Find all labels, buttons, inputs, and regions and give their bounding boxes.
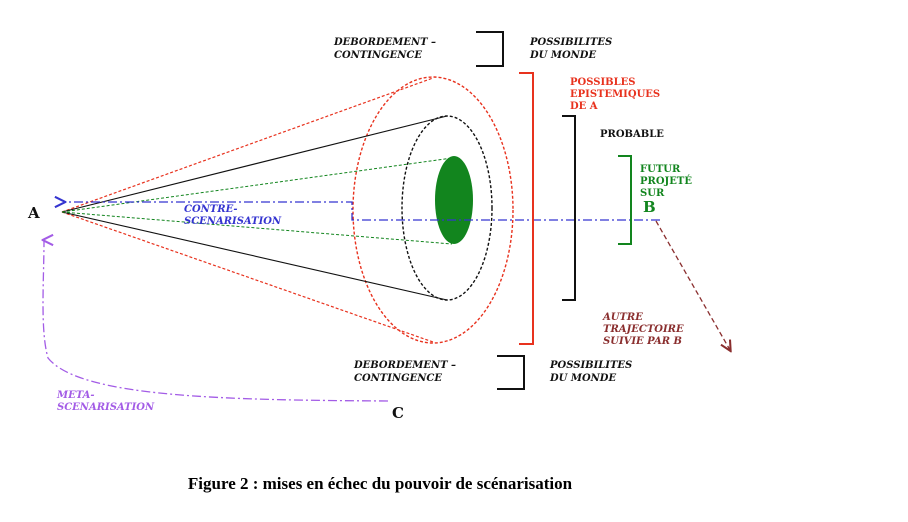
green-cone-futur [61, 156, 473, 245]
contre-label-line2: SCENARISATION [184, 216, 282, 227]
possibles-label-line3: DE A [570, 101, 598, 112]
meta-label-line2: SCENARISATION [57, 402, 155, 413]
possibles-label-line1: POSSIBLES [570, 77, 635, 88]
bottom-debordement-label-line1: DEBORDEMENT – [353, 360, 456, 371]
probable-label: PROBABLE [600, 129, 664, 140]
bracket-futur [618, 155, 632, 245]
autre-label-line1: AUTRE [602, 312, 643, 323]
bracket-bottom-debordement [497, 355, 525, 390]
top-possibilites-label-line2: DU MONDE [529, 50, 596, 61]
point-a-label: A [27, 204, 40, 222]
possibles-label-line2: EPISTEMIQUES [570, 89, 660, 100]
bracket-top-debordement [476, 31, 504, 67]
point-c-label: C [392, 404, 404, 422]
bottom-possibilites-label-line2: DU MONDE [549, 373, 616, 384]
outer-cone-possibles [61, 76, 514, 344]
autre-trajectoire-arrow [655, 220, 730, 350]
inner-cone-probable [61, 115, 493, 301]
bracket-probable [562, 115, 576, 301]
bottom-possibilites-label-line1: POSSIBILITES [549, 360, 632, 371]
futur-label-line1: FUTUR [640, 164, 681, 175]
contre-label-line1: CONTRE- [184, 204, 238, 215]
bottom-debordement-label-line2: CONTINGENCE [354, 373, 442, 384]
top-possibilites-label-line1: POSSIBILITES [529, 37, 612, 48]
contre-scenarisation-path [64, 202, 660, 221]
point-b-label: B [643, 198, 656, 216]
autre-label-line3: SUIVIE PAR B [603, 336, 682, 347]
meta-label-line1: META- [56, 390, 95, 401]
futur-label-line3: SUR [640, 188, 665, 199]
scenarisation-diagram: A B C DEBORDEMENT – CONTINGENCE POSSIBIL… [27, 31, 908, 422]
futur-label-line2: PROJETÉ [640, 175, 692, 187]
bracket-possibles [519, 72, 534, 345]
figure-caption: Figure 2 : mises en échec du pouvoir de … [187, 474, 573, 493]
top-debordement-label-line2: CONTINGENCE [334, 50, 422, 61]
top-debordement-label-line1: DEBORDEMENT – [333, 37, 436, 48]
meta-scenarisation-path [43, 240, 389, 402]
autre-label-line2: TRAJECTOIRE [603, 324, 684, 335]
